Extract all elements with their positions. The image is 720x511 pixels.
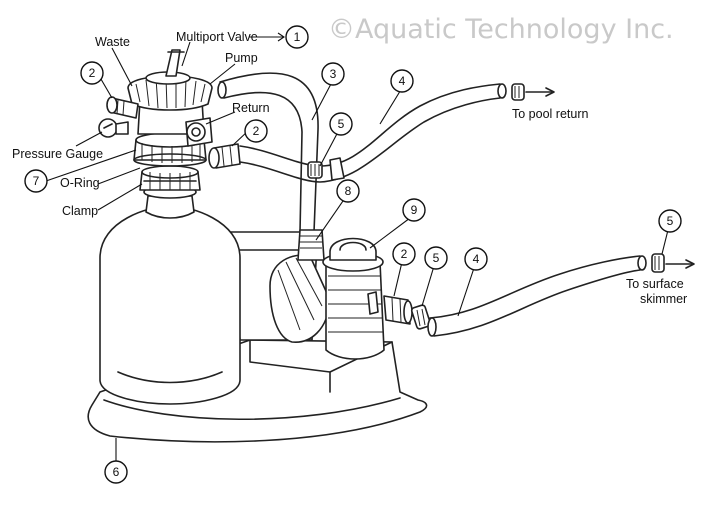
waste-port bbox=[106, 96, 139, 119]
label-skimmer: skimmer bbox=[640, 292, 687, 306]
label-multiport-valve: Multiport Valve bbox=[176, 30, 258, 44]
label-clamp: Clamp bbox=[62, 204, 98, 218]
hose-4-skimmer bbox=[427, 255, 647, 337]
clamp bbox=[139, 165, 201, 191]
callout-6: 6 bbox=[104, 460, 128, 484]
hose-clamp-mid bbox=[307, 157, 345, 181]
callout-4-skimmer: 4 bbox=[464, 247, 488, 271]
callout-5-inlet: 5 bbox=[424, 246, 448, 270]
filter-tank bbox=[99, 185, 241, 405]
label-to-pool-return: To pool return bbox=[512, 107, 588, 121]
svg-text:5: 5 bbox=[667, 214, 674, 228]
callout-2-inlet: 2 bbox=[392, 242, 416, 266]
strainer-basket-housing bbox=[322, 237, 385, 360]
callout-9: 9 bbox=[402, 198, 426, 222]
pump-inlet-fitting bbox=[367, 291, 413, 325]
label-o-ring: O-Ring bbox=[60, 176, 100, 190]
svg-text:5: 5 bbox=[433, 251, 440, 265]
svg-text:7: 7 bbox=[33, 174, 40, 188]
callout-8: 8 bbox=[336, 179, 360, 203]
hose-3 bbox=[217, 72, 319, 233]
callout-5-mid: 5 bbox=[329, 112, 353, 136]
label-return: Return bbox=[232, 101, 270, 115]
callout-5-skimmer: 5 bbox=[658, 209, 682, 233]
svg-text:6: 6 bbox=[113, 465, 120, 479]
return-port bbox=[185, 117, 213, 147]
svg-text:5: 5 bbox=[338, 117, 345, 131]
svg-text:3: 3 bbox=[330, 67, 337, 81]
base-plate bbox=[87, 339, 428, 443]
svg-text:2: 2 bbox=[89, 66, 96, 80]
label-waste: Waste bbox=[95, 35, 130, 49]
svg-text:9: 9 bbox=[411, 203, 418, 217]
hose-clamp-inlet bbox=[410, 304, 432, 330]
pressure-gauge bbox=[98, 118, 129, 138]
callout-1: 1 bbox=[285, 25, 309, 49]
hose-clamp-return bbox=[511, 83, 555, 101]
callout-2-return: 2 bbox=[244, 119, 268, 143]
label-pressure-gauge: Pressure Gauge bbox=[12, 147, 103, 161]
leader-lines bbox=[45, 32, 669, 464]
svg-text:4: 4 bbox=[399, 74, 406, 88]
label-to-surface: To surface bbox=[626, 277, 684, 291]
multiport-valve bbox=[127, 49, 213, 135]
svg-text:4: 4 bbox=[473, 252, 480, 266]
pump-head bbox=[269, 229, 331, 343]
callout-4-return: 4 bbox=[390, 69, 414, 93]
hose-4-return bbox=[239, 83, 507, 183]
callout-7: 7 bbox=[24, 169, 48, 193]
svg-text:1: 1 bbox=[294, 30, 301, 44]
callout-2-waste: 2 bbox=[80, 61, 104, 85]
label-pump: Pump bbox=[225, 51, 258, 65]
hose-clamp-skimmer bbox=[651, 253, 695, 273]
svg-text:2: 2 bbox=[401, 247, 408, 261]
return-fitting bbox=[208, 143, 241, 169]
svg-text:8: 8 bbox=[345, 184, 352, 198]
watermark: ©Aquatic Technology Inc. bbox=[328, 14, 674, 45]
svg-text:2: 2 bbox=[253, 124, 260, 138]
callout-3: 3 bbox=[321, 62, 345, 86]
